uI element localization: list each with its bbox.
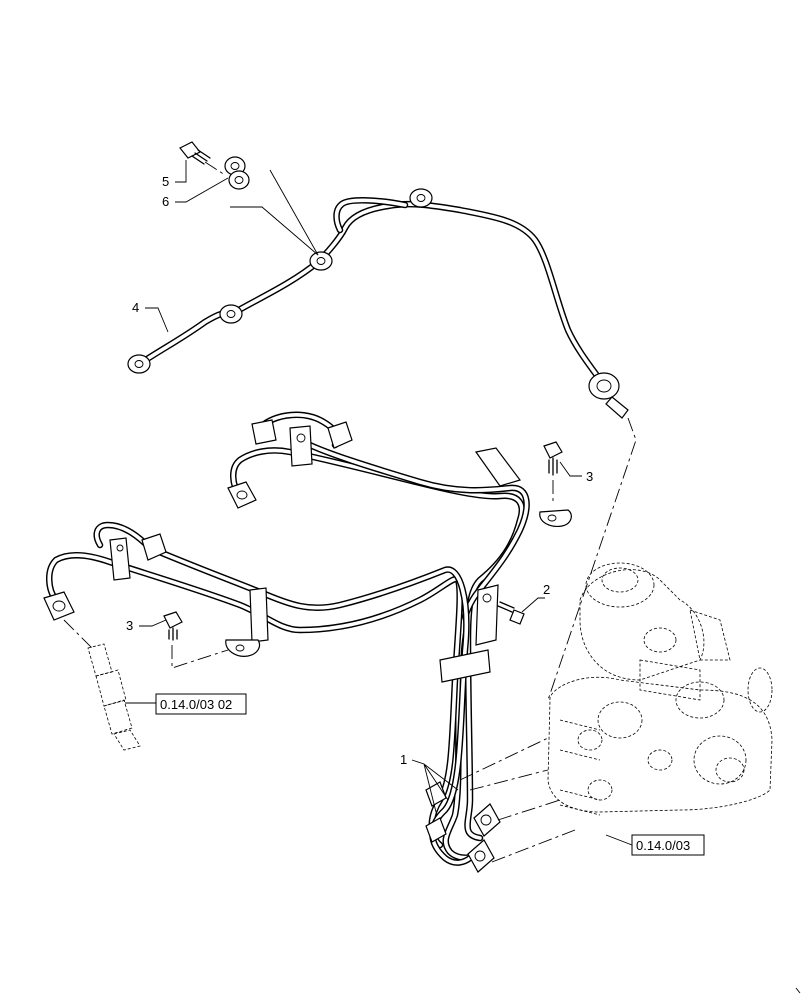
callout-label: 3	[126, 618, 133, 633]
reference-box-pump[interactable]: 0.14.0/03	[605, 834, 705, 856]
callout-label: 6	[162, 194, 169, 209]
callout-label: 3	[586, 469, 593, 484]
callout-5: 5	[162, 160, 187, 189]
callout-1: 1	[400, 752, 459, 813]
corner-mark	[795, 987, 801, 994]
banjo-bolt	[179, 141, 226, 176]
banjo-eye	[409, 188, 433, 208]
callout-label: 2	[543, 582, 550, 597]
assembly-line	[491, 829, 576, 863]
reference-label: 0.14.0/03	[636, 838, 690, 853]
pipe-clamp	[289, 425, 313, 467]
callout-6: 6	[162, 177, 229, 209]
banjo-eye	[309, 251, 333, 271]
mounting-bracket	[475, 584, 499, 646]
pump-end-nut	[425, 817, 447, 843]
pipe-clamp	[251, 419, 277, 445]
pipe-clamp	[109, 537, 131, 581]
pipe-clamp	[439, 649, 491, 683]
injector-nut	[141, 533, 167, 561]
pump-end-nut	[425, 781, 447, 807]
pump-end-nut	[473, 803, 501, 837]
injector-nut	[227, 481, 257, 509]
sealing-washer	[224, 156, 250, 190]
injector-nut	[327, 421, 353, 449]
pipe-clamp	[249, 587, 269, 643]
callout-4: 4	[132, 300, 169, 333]
mounting-bracket	[225, 639, 261, 657]
fuel-injector	[63, 619, 141, 751]
clamp-screw	[497, 601, 525, 625]
bracket-screw	[163, 611, 229, 669]
leader-line	[269, 169, 319, 256]
banjo-eye	[127, 354, 151, 374]
assembly-line	[547, 417, 637, 701]
injector-nut	[43, 591, 75, 621]
mounting-bracket	[539, 509, 572, 527]
reference-box-injector[interactable]: 0.14.0/03 02	[125, 693, 247, 715]
leader-line	[230, 206, 319, 256]
pump-end-nut	[467, 839, 495, 873]
callout-label: 1	[400, 752, 407, 767]
leak-off-return-line	[127, 188, 629, 419]
callout-3-left: 3	[126, 618, 167, 633]
assembly-line	[497, 799, 561, 821]
callout-3-right: 3	[559, 461, 593, 484]
callout-label: 5	[162, 174, 169, 189]
callout-2: 2	[521, 582, 550, 613]
banjo-eye	[219, 304, 243, 324]
assembly-line	[469, 769, 549, 791]
bracket-screw	[543, 441, 563, 505]
assembly-line	[459, 737, 549, 781]
reference-label: 0.14.0/03 02	[160, 697, 232, 712]
callout-label: 4	[132, 300, 139, 315]
injection-pipes	[46, 411, 530, 866]
injection-pump	[547, 562, 773, 816]
return-line-end-fitting	[588, 372, 629, 419]
pipe-clamp	[474, 447, 521, 487]
